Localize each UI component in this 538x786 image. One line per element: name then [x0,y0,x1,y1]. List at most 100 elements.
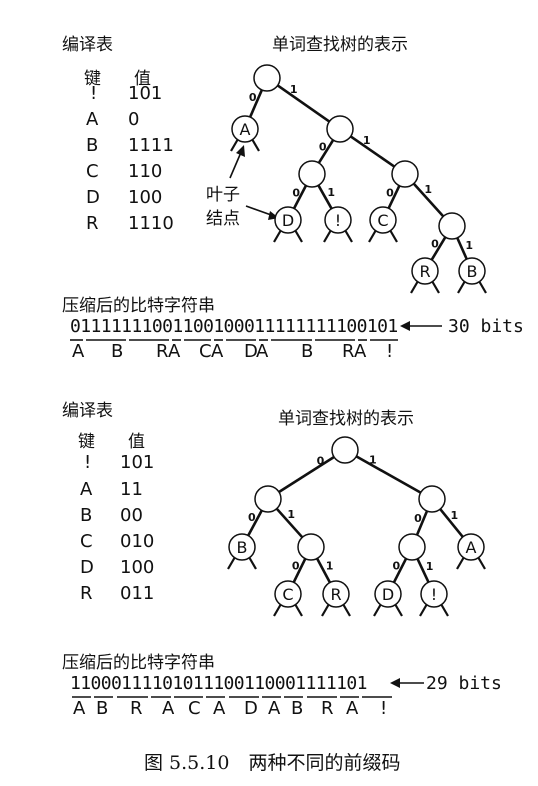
segment-letter: B [96,698,109,719]
bottom-bits-count: 29 bits [426,673,502,694]
edge-bit-label: 0 [414,512,422,525]
null-link-mark [410,280,419,294]
edge-bit-label: 1 [290,83,298,96]
top-value-header: 值 [134,69,151,89]
edge-bit-label: 1 [363,134,371,147]
segment-letter: A [346,698,359,719]
bottom-key-header: 键 [78,432,95,452]
null-link-mark [457,280,466,294]
top-compressed-label: 压缩后的比特字符串 [62,296,215,316]
trie-edge [292,558,307,583]
segment-letter: R [156,341,169,362]
trie-edge [315,557,332,584]
top-key-header: 键 [84,69,101,89]
segment-letter: A [168,341,181,362]
top-row-value: 0 [128,109,140,130]
edge-bit-label: 0 [393,559,401,572]
null-link-mark [273,229,282,243]
trie-edge [275,507,304,539]
top-table-label: 编译表 [62,35,113,55]
trie-edge [355,455,422,494]
bottom-value-header: 值 [128,432,145,452]
edge-bit-label: 1 [327,186,335,199]
edge-bit-label: 0 [249,91,257,104]
bottom-row-key: R [80,583,93,604]
null-link-mark [394,603,403,617]
trie-edge [412,182,445,218]
segment-letter: R [130,698,143,719]
top-row-key: R [86,213,99,234]
top-arrow-head [400,321,410,331]
segment-letter: D [244,341,258,362]
trie-node-label: R [419,262,430,281]
top-row-key: A [86,109,99,130]
segment-letter: D [244,698,258,719]
leaf-note-line2: 结点 [206,209,240,229]
trie-leaf-node [420,580,448,608]
trie-internal-node [418,485,446,513]
bottom-row-key: C [80,531,93,552]
segment-letter: B [301,341,314,362]
top-row-value: 1110 [128,213,174,234]
segment-letter: A [213,698,226,719]
null-link-mark [344,229,353,243]
segment-letter: B [291,698,304,719]
null-link-mark [273,603,282,617]
bottom-row-key: ! [84,452,92,473]
bottom-arrow-head [390,678,400,688]
segment-letter: B [111,341,124,362]
trie-edge [292,184,308,210]
null-link-mark [431,280,440,294]
trie-leaf-node [457,533,485,561]
trie-node-label: D [282,211,294,230]
top-row-value: 101 [128,83,163,104]
top-row-key: C [86,161,99,182]
top-row-value: 100 [128,187,163,208]
top-row-key: B [86,135,99,156]
trie-node-label: B [467,262,478,281]
segment-letter: ! [380,698,388,719]
trie-internal-node [438,212,466,240]
trie-internal-node [297,533,325,561]
trie-leaf-node [458,257,486,285]
edge-bit-label: 0 [292,186,300,199]
null-link-mark [373,603,382,617]
trie-edge [317,139,335,164]
trie-leaf-node [324,206,352,234]
edge-bit-label: 1 [369,453,377,466]
null-link-mark [248,556,257,570]
bottom-row-value: 101 [120,452,155,473]
trie-leaf-node [369,206,397,234]
bottom-row-key: B [80,505,93,526]
trie-edge [247,509,263,537]
segment-letter: A [256,341,269,362]
null-link-mark [321,603,330,617]
edge-bit-label: 0 [317,454,325,467]
trie-edge [349,135,396,168]
segment-letter: A [73,698,86,719]
edge-bit-label: 0 [292,560,300,573]
bottom-compressed-label: 压缩后的比特字符串 [62,653,215,673]
trie-node-label: A [466,538,477,557]
edge-bit-label: 1 [426,560,434,573]
segment-letter: R [321,698,334,719]
edge-bit-label: 1 [451,509,459,522]
trie-internal-node [331,436,359,464]
segment-letter: C [199,341,212,362]
segment-letter: A [268,698,281,719]
trie-edge [456,237,468,260]
top-row-key: ! [90,83,98,104]
bottom-row-value: 11 [120,479,143,500]
trie-node-label: C [282,585,293,604]
trie-edge [430,236,447,261]
leaf-arrow-head-a [236,145,245,157]
trie-edge [248,89,264,118]
bottom-row-value: 100 [120,557,155,578]
edge-bit-label: 0 [386,187,394,200]
null-link-mark [227,556,236,570]
null-link-mark [294,229,303,243]
segment-letter: A [162,698,175,719]
bottom-table-label: 编译表 [62,401,113,421]
